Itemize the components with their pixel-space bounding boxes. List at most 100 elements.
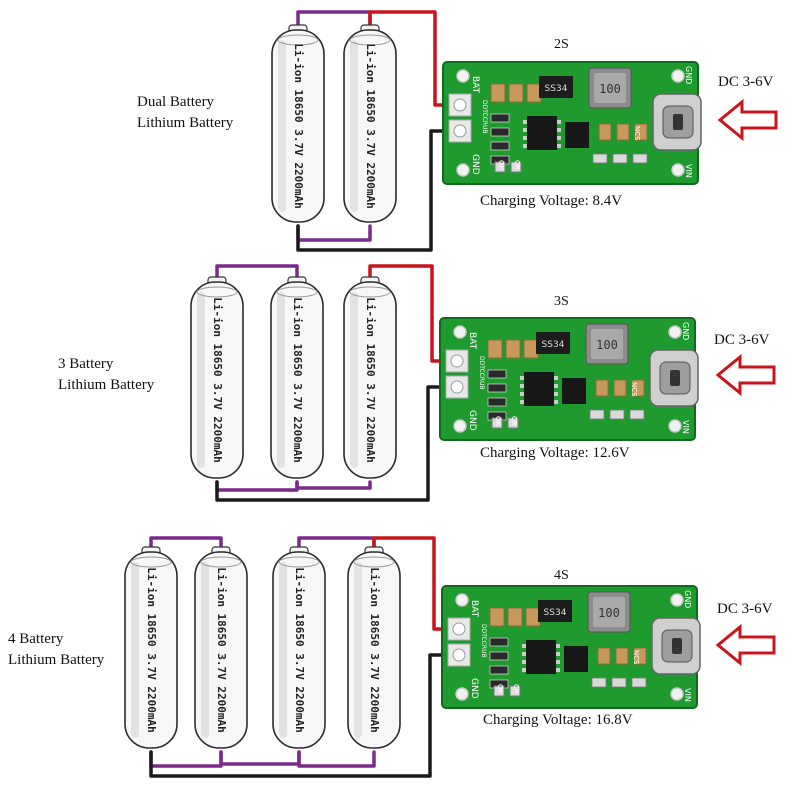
input-arrow [715,353,776,397]
battery-cell: Li-ion 18650 3.7V 2200mAh [272,546,326,749]
battery-cap-line [278,556,320,568]
diode [538,600,572,622]
ic-pin [556,644,560,648]
battery-cap-line [277,34,319,46]
ic-pin [554,400,558,404]
battery-cell: Li-ion 18650 3.7V 2200mAh [343,24,397,223]
ic-pin [554,384,558,388]
ic-pin [523,120,527,124]
mounting-hole [455,593,469,607]
ic-pin [520,392,524,396]
pin-bat-label: BAT [470,76,480,94]
battery-shading [350,292,358,468]
smd-resistor [609,409,625,420]
smd-resistor [632,153,648,164]
mounting-hole [456,69,470,83]
gnd-pad-hole [452,648,466,662]
silk-cr: CR [510,416,518,426]
pin-gnd-label: GND [469,678,479,699]
resistor [487,383,507,393]
battery-cell: Li-ion 18650 3.7V 2200mAh [347,546,401,749]
ic-pin [520,400,524,404]
series-link-wire [149,750,223,768]
battery-print: Li-ion 18650 3.7V 2200mAh [145,567,158,733]
led-cr [510,161,522,173]
battery-shading [197,292,205,468]
capacitor [526,83,542,103]
battery-cap-line [196,286,238,298]
smd-resistor [629,409,645,420]
input-arrow [717,98,778,142]
capacitor [595,379,609,397]
positive-wire [368,10,455,107]
ic-pin [522,668,526,672]
ground-wire [296,129,455,252]
battery-print: Li-ion 18650 3.7V 2200mAh [293,567,306,733]
input-label-4s: DC 3-6V [717,601,773,617]
mounting-hole [670,687,684,701]
ic-pin [523,128,527,132]
ic-pin [556,668,560,672]
input-arrow [715,623,776,667]
ic-pin [554,376,558,380]
smd-resistor [612,153,628,164]
ic-pin [522,644,526,648]
series-label-2s: 2S [554,37,569,52]
pin-gnd-label: GND [467,410,477,431]
resistor [489,665,509,675]
battery-cap-line [349,286,391,298]
series-label-3s: 3S [554,294,569,309]
group-label-line2: Lithium Battery [58,377,155,393]
series-link-wire [219,750,301,766]
group-label-4s: 4 Battery Lithium Battery [8,629,104,671]
led-cr [509,685,521,697]
capacitor [613,379,627,397]
usb-c-tongue [673,114,683,130]
input-label-3s: DC 3-6V [714,332,770,348]
battery-cap-line [276,286,318,298]
led-cr [507,417,519,429]
battery-cell: Li-ion 18650 3.7V 2200mAh [343,276,397,479]
resistor [489,651,509,661]
diode [539,76,573,98]
battery-print: Li-ion 18650 3.7V 2200mAh [215,567,228,733]
battery-print: Li-ion 18650 3.7V 2200mAh [368,567,381,733]
mounting-hole [456,163,470,177]
capacitor [634,123,648,141]
mounting-hole [671,69,685,83]
pin-vin-label: VIN [683,688,692,702]
mounting-hole [455,687,469,701]
series-link-wire [296,224,372,242]
inductor-top [594,73,626,103]
capacitor [490,83,506,103]
capacitor [487,339,503,359]
mounting-hole [668,325,682,339]
resistor [487,369,507,379]
diode-mark: SS34 [544,608,567,618]
smd-resistor [631,677,647,688]
bat-pad-hole [453,98,467,112]
ic-main [524,372,554,406]
diode [536,332,570,354]
pin-gnd-label: GND [470,154,480,175]
capacitor [505,339,521,359]
pin-gnd-label-right: GND [683,590,692,608]
pin-bat-label: BAT [467,332,477,350]
pin-vin-label: VIN [681,420,690,434]
silk-brand: DDTCCRUB [478,356,485,390]
group-label-line2: Lithium Battery [8,652,105,668]
silk-brand: DDTCCRUB [481,100,488,134]
battery-shading [201,562,209,738]
bat-pad-hole [450,354,464,368]
ic-main [526,640,556,674]
silk-ok: OK [497,160,505,171]
battery-print: Li-ion 18650 3.7V 2200mAh [364,43,377,209]
battery-cell: Li-ion 18650 3.7V 2200mAh [271,24,325,223]
ic-pin [520,376,524,380]
usb-c-tongue [670,370,680,386]
inductor-top [593,597,625,627]
